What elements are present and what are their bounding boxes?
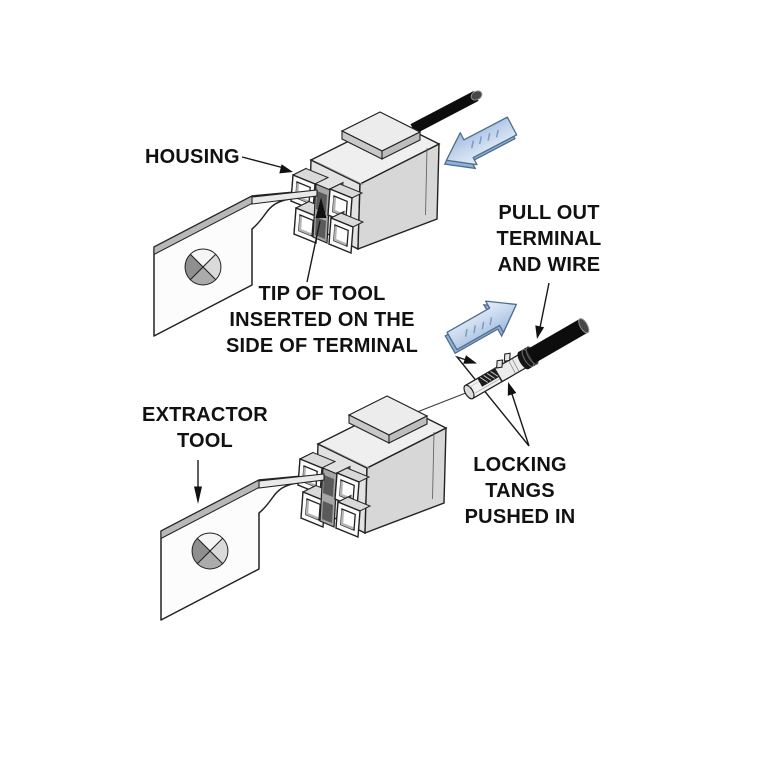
insert-direction-arrow-icon bbox=[435, 109, 521, 181]
wire bbox=[410, 91, 479, 134]
tang-arrowhead bbox=[507, 382, 517, 396]
locking-tang-window bbox=[477, 368, 500, 387]
terminal-tip bbox=[463, 384, 475, 400]
alignment-axis-line bbox=[411, 392, 468, 415]
tang-arrowhead bbox=[463, 355, 477, 364]
wire-end bbox=[470, 90, 483, 101]
pull-direction-arrow-icon bbox=[440, 288, 526, 361]
extractor-tool-leader-line bbox=[194, 460, 202, 504]
terminal-with-wire bbox=[463, 318, 590, 400]
locking-tangs-label: LOCKING TANGS PUSHED IN bbox=[464, 454, 576, 528]
tip-of-tool-label: TIP OF TOOL INSERTED ON THE SIDE OF TERM… bbox=[225, 283, 419, 357]
scene-terminal-removed bbox=[411, 282, 590, 447]
locking-tang bbox=[503, 352, 511, 362]
pull-out-leader-line bbox=[535, 282, 550, 339]
wire-end bbox=[578, 318, 590, 334]
wire-seal-collar bbox=[518, 346, 538, 370]
locking-tang-leader-lines bbox=[454, 355, 530, 447]
pull-out-label: PULL OUT TERMINAL AND WIRE bbox=[496, 202, 602, 276]
locking-tang bbox=[496, 359, 504, 369]
scene-empty-housing bbox=[159, 394, 448, 622]
housing-label: HOUSING bbox=[145, 146, 240, 168]
tip-of-tool-leader-line bbox=[306, 197, 327, 283]
housing-leader-line bbox=[241, 156, 293, 174]
scene-tool-inserted bbox=[152, 90, 521, 338]
extractor-tool-label: EXTRACTOR TOOL bbox=[142, 404, 268, 452]
wire bbox=[526, 319, 588, 364]
